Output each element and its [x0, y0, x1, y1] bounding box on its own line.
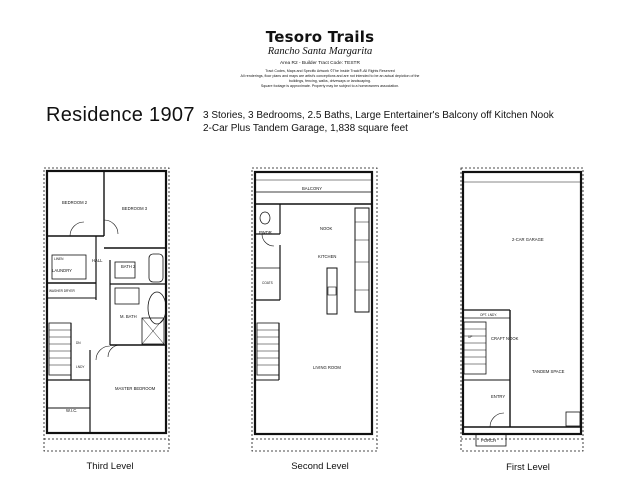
room-label: UP: [468, 335, 472, 339]
residence-name: Residence 1907: [46, 104, 195, 126]
room-label: BEDROOM 3: [122, 206, 148, 211]
room-label: BATH 2: [121, 264, 136, 269]
second-level-caption: Second Level: [291, 461, 349, 472]
disclaimer-line: All renderings, floor plans and maps are…: [240, 74, 420, 78]
residence-features: 3 Stories, 3 Bedrooms, 2.5 Baths, Large …: [203, 110, 554, 121]
disclaimer-line: Tract Codes, Maps and Specific Artwork ©…: [265, 69, 395, 73]
room-label: PWDR: [259, 230, 272, 235]
disclaimer: Tract Codes, Maps and Specific Artwork ©…: [235, 69, 425, 89]
room-label: WASHER DRYER: [49, 289, 76, 293]
room-label: CRAFT NOOK: [491, 336, 519, 341]
room-label: DN: [76, 341, 81, 345]
room-label: BALCONY: [302, 186, 322, 191]
lot-outline: [43, 167, 170, 452]
room-label: KITCHEN: [318, 254, 336, 259]
disclaimer-line: buildings, fencing, walks, driveways or …: [288, 79, 372, 83]
first-level-plan: [460, 167, 584, 452]
first-level-caption: First Level: [506, 462, 550, 473]
room-label: LINEN: [54, 257, 64, 261]
city-subtitle: Rancho Santa Margarita: [267, 46, 373, 57]
second-level-plan: [251, 167, 378, 452]
residence-size: 2-Car Plus Tandem Garage, 1,838 square f…: [203, 123, 408, 134]
room-label: BEDROOM 2: [62, 200, 88, 205]
room-label: HALL: [92, 258, 103, 263]
third-level-caption: Third Level: [86, 461, 134, 472]
disclaimer-line: Square footage is approximate. Property …: [260, 84, 400, 88]
room-label: LAUNDRY: [52, 268, 72, 273]
room-label: MASTER BEDROOM: [115, 386, 156, 391]
room-label: OPT. LNDY.: [480, 313, 497, 317]
room-label: PORCH: [481, 438, 496, 443]
room-label: W.I.C.: [66, 408, 77, 413]
room-label: 2-CAR GARAGE: [512, 237, 544, 242]
third-level-plan: [43, 167, 170, 452]
room-label: TANDEM SPACE: [532, 369, 565, 374]
exterior-wall: [45, 169, 168, 435]
room-label: COATS: [262, 281, 273, 285]
room-label: LIVING ROOM: [313, 365, 341, 370]
room-label: M. BATH: [120, 314, 137, 319]
room-label: NOOK: [320, 226, 333, 231]
tract-code: Area R2 - Builder Tract Code: TESTR: [280, 61, 360, 66]
room-label: LNDY: [76, 365, 85, 369]
community-title: Tesoro Trails: [265, 28, 375, 46]
room-label: ENTRY: [491, 394, 505, 399]
room-labels: BEDROOM 2 BEDROOM 3 LINEN LAUNDRY HALL B…: [49, 186, 565, 443]
